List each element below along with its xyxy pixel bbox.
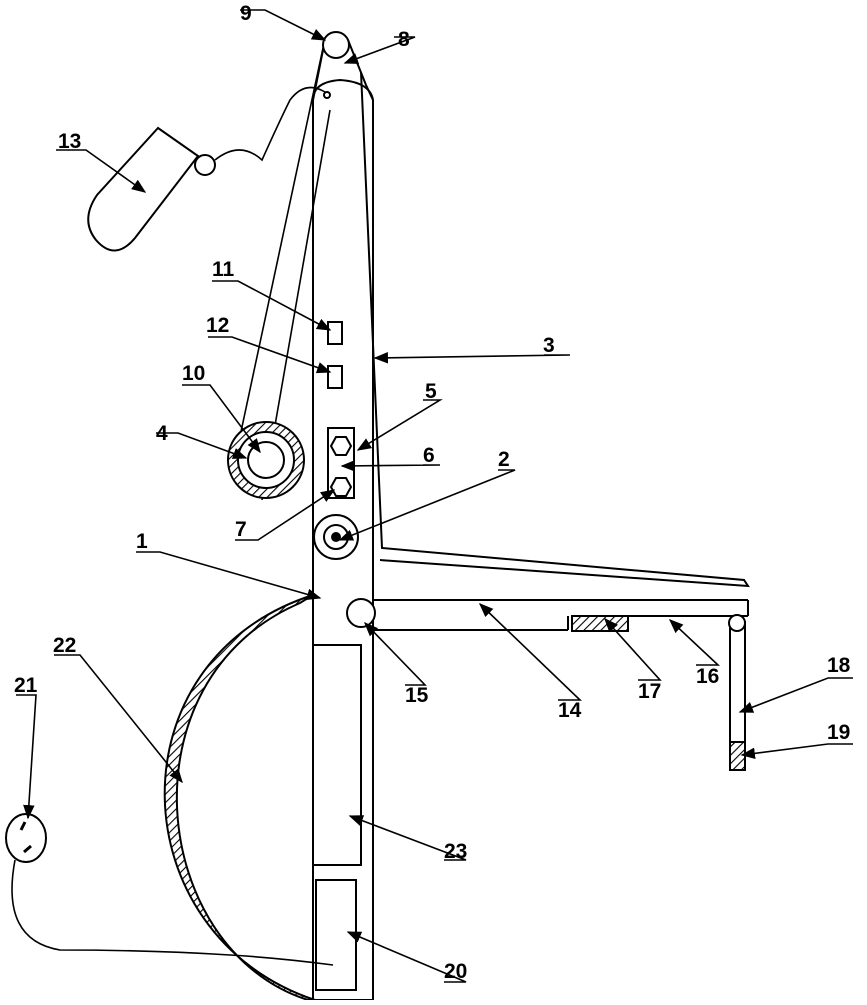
power-cord	[11, 859, 334, 966]
label-1: 1	[136, 530, 148, 553]
top-pulley	[322, 31, 350, 59]
label-4: 4	[156, 422, 168, 445]
power-plug	[5, 813, 47, 863]
switch-11	[327, 321, 343, 345]
motor-shaft	[331, 532, 341, 542]
label-11: 11	[212, 258, 235, 281]
nut-bottom	[329, 477, 353, 497]
weight-ring	[194, 154, 216, 176]
plug-pin-b	[23, 844, 32, 854]
plug-pin-a	[19, 821, 27, 831]
drum-core	[247, 441, 285, 479]
label-21: 21	[14, 674, 38, 697]
label-2: 2	[498, 448, 510, 471]
label-23: 23	[444, 840, 467, 863]
label-3: 3	[543, 334, 555, 357]
cable-eye	[323, 91, 331, 99]
part-number-labels: 9 8 13 11 12 3 10 5 4 6 2 7 1 22 21 15 1…	[14, 2, 851, 983]
cable	[360, 71, 750, 588]
label-19: 19	[827, 721, 850, 744]
label-13: 13	[58, 130, 81, 153]
switch-12	[327, 365, 343, 389]
weight-cord	[214, 86, 326, 162]
label-7: 7	[235, 518, 247, 541]
label-10: 10	[182, 362, 205, 385]
horizontal-arm	[373, 599, 749, 631]
hanger-foot	[729, 741, 746, 771]
arm-pad	[571, 615, 629, 632]
label-18: 18	[827, 654, 851, 677]
hanger-rod	[729, 621, 746, 743]
label-17: 17	[638, 680, 661, 703]
arm-pulley	[346, 598, 376, 628]
controller-box	[315, 879, 357, 991]
label-16: 16	[696, 665, 719, 688]
battery-compartment	[312, 644, 362, 866]
label-22: 22	[53, 634, 76, 657]
nut-top	[329, 436, 353, 456]
label-8: 8	[398, 28, 410, 51]
label-12: 12	[206, 314, 229, 337]
label-9: 9	[240, 2, 252, 25]
arc-guard	[163, 594, 316, 1001]
hanging-weight	[87, 126, 200, 252]
label-15: 15	[405, 684, 429, 707]
label-6: 6	[423, 444, 435, 467]
hanger-pulley	[728, 614, 746, 632]
label-20: 20	[444, 960, 467, 983]
leader-lines	[16, 9, 853, 983]
label-14: 14	[558, 699, 582, 722]
label-5: 5	[425, 380, 437, 403]
